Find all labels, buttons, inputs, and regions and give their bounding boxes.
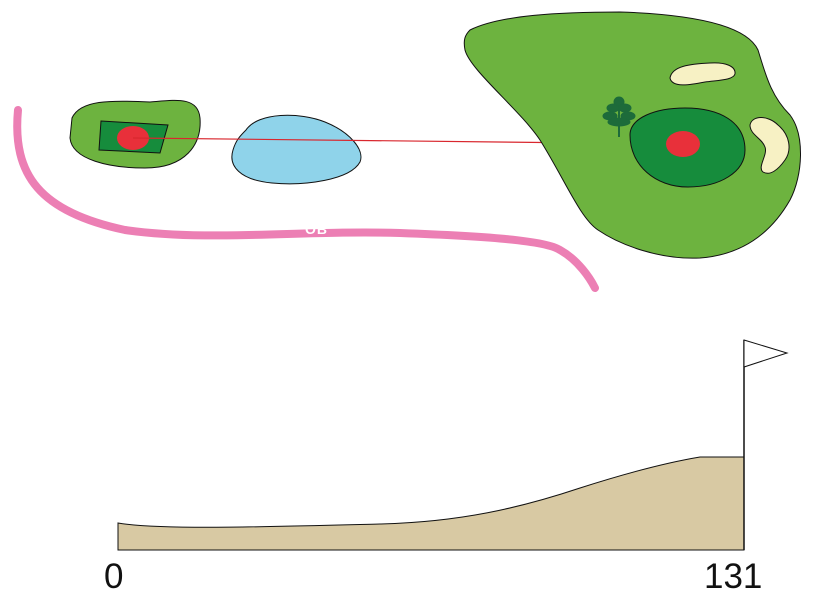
ob-boundary-line [13,106,599,292]
bunker [669,62,736,86]
bunker [749,117,790,174]
flag-icon [743,339,789,368]
tree-icon [602,96,636,137]
elevation-profile [117,456,745,551]
pin-position [666,131,700,157]
ob-label: OB [305,221,328,237]
water-hazard [231,114,362,185]
distance-end-label: 131 [704,557,762,596]
distance-start-label: 0 [104,557,123,596]
